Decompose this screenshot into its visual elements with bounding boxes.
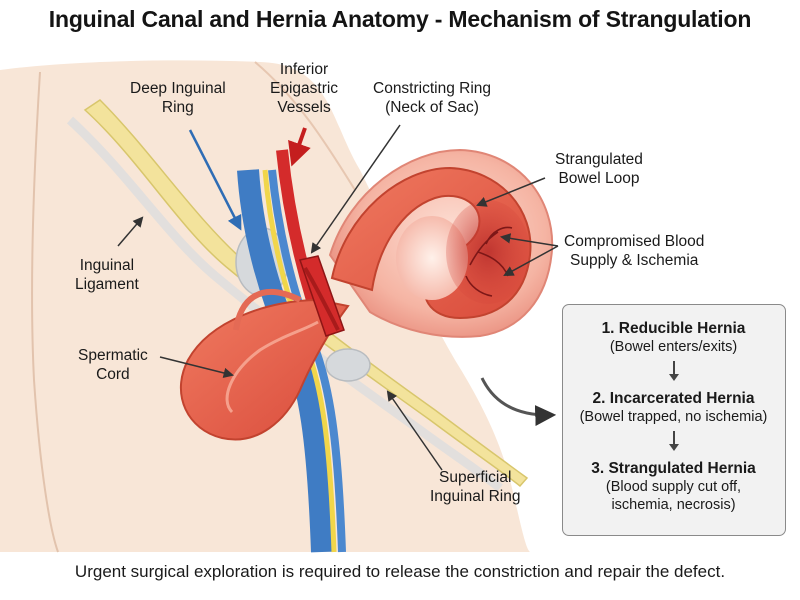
stage-heading: 3. Strangulated Hernia xyxy=(591,460,756,477)
stage-reducible: 1. Reducible Hernia (Bowel enters/exits) xyxy=(563,319,784,356)
cord-red xyxy=(276,149,318,302)
footer-note: Urgent surgical exploration is required … xyxy=(74,562,726,581)
stage-description-line: (Bowel enters/exits) xyxy=(609,339,738,355)
arrow-compromised-2 xyxy=(503,245,559,277)
arrow-epigastric xyxy=(288,127,311,167)
label-line: Ring xyxy=(161,99,194,116)
label-line: Ligament xyxy=(75,276,139,293)
hernia-stages-panel: 1. Reducible Hernia (Bowel enters/exits)… xyxy=(562,304,786,536)
arrow-compromised-1 xyxy=(499,233,559,247)
label-strangulated-loop: Strangulated Bowel Loop xyxy=(555,150,643,188)
label-line: Spermatic xyxy=(78,347,148,364)
label-line: Bowel Loop xyxy=(558,170,640,187)
stage-description: (Bowel enters/exits) xyxy=(563,338,784,356)
label-deep-inguinal-ring: Deep Inguinal Ring xyxy=(130,79,226,117)
arrow-constricting xyxy=(310,124,401,254)
stage-description-line: (Blood supply cut off, xyxy=(605,479,742,495)
stage-description: (Blood supply cut off, ischemia, necrosi… xyxy=(563,478,784,514)
constricting-band xyxy=(303,266,340,331)
arrow-ligament xyxy=(117,216,144,247)
label-line: Cord xyxy=(96,366,130,383)
label-line: Epigastric xyxy=(270,80,339,97)
label-inguinal-ligament: Inguinal Ligament xyxy=(75,256,139,294)
stage-heading: 1. Reducible Hernia xyxy=(601,320,746,337)
label-line: Inguinal xyxy=(79,257,135,274)
arrow-strangulated xyxy=(476,177,546,207)
stage-strangulated: 3. Strangulated Hernia (Blood supply cut… xyxy=(563,459,784,514)
arrow-spermatic xyxy=(159,356,235,379)
stage-description-line: (Bowel trapped, no ischemia) xyxy=(579,409,768,425)
label-epigastric-vessels: Inferior Epigastric Vessels xyxy=(270,60,338,117)
bowel-limb-lower xyxy=(179,298,350,441)
arrow-to-stages xyxy=(480,377,557,427)
body-contour xyxy=(31,71,59,553)
bowel-limb-out xyxy=(233,288,302,331)
label-spermatic-cord: Spermatic Cord xyxy=(78,346,148,384)
label-line: Constricting Ring xyxy=(373,80,492,97)
arrow-deep-ring xyxy=(188,129,242,231)
label-superficial-ring: Superficial Inguinal Ring xyxy=(430,468,520,506)
label-line: Vessels xyxy=(277,99,331,116)
label-line: Strangulated xyxy=(555,151,643,168)
label-line: Inferior xyxy=(279,61,329,78)
superficial-ring-tissue xyxy=(325,348,371,382)
stage-description-line: ischemia, necrosis) xyxy=(611,497,736,513)
label-line: Compromised Blood xyxy=(564,233,705,250)
label-line: Superficial xyxy=(439,469,512,486)
page-title: Inguinal Canal and Hernia Anatomy - Mech… xyxy=(48,6,752,32)
stage-description: (Bowel trapped, no ischemia) xyxy=(563,408,784,426)
skin-outline xyxy=(254,61,356,191)
stage-heading: 2. Incarcerated Hernia xyxy=(592,390,755,407)
label-line: (Neck of Sac) xyxy=(385,99,479,116)
bowel-limb-inner xyxy=(225,320,319,414)
label-line: Supply & Ischemia xyxy=(570,252,699,269)
arrow-superficial xyxy=(386,390,443,471)
label-line: Inguinal Ring xyxy=(430,488,521,505)
vessel-branches xyxy=(465,226,513,297)
stage-arrow-down xyxy=(669,361,679,381)
label-line: Deep Inguinal xyxy=(130,80,226,97)
stage-incarcerated: 2. Incarcerated Hernia (Bowel trapped, n… xyxy=(563,389,784,426)
stage-arrow-down xyxy=(669,431,679,451)
ischemic-zone xyxy=(446,200,530,304)
label-compromised-supply: Compromised Blood Supply & Ischemia xyxy=(564,232,704,270)
label-constricting-ring: Constricting Ring (Neck of Sac) xyxy=(373,79,491,117)
